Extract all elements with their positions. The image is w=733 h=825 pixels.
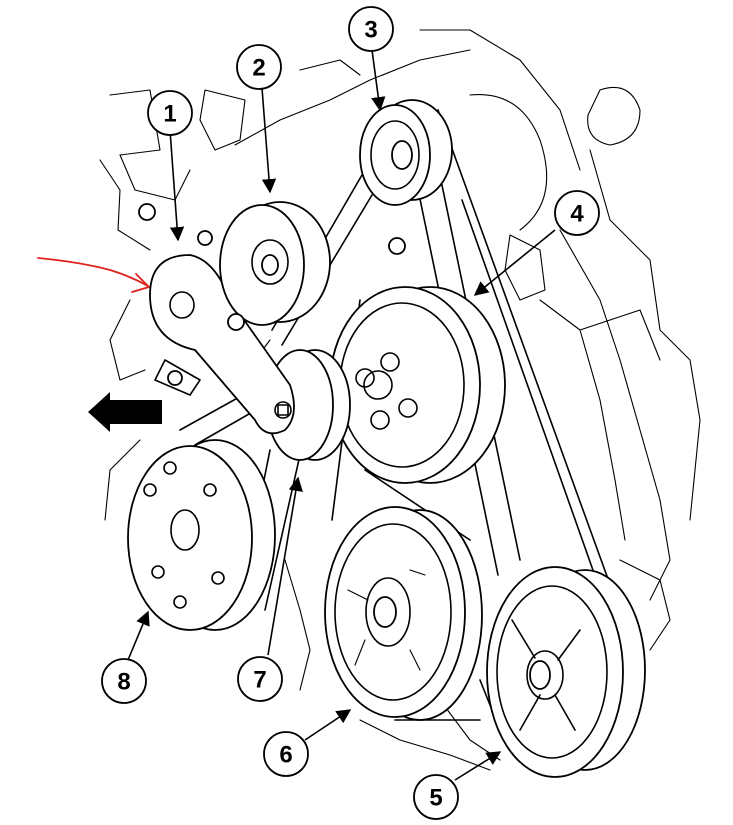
- bolts: [138, 203, 406, 386]
- leader-8: [127, 610, 150, 661]
- callout-3: 3: [348, 6, 394, 52]
- pulley-8: [127, 439, 276, 631]
- callout-1: 1: [147, 90, 193, 136]
- callout-leaders: [127, 49, 556, 781]
- callout-3-label: 3: [364, 17, 377, 44]
- leader-7: [267, 476, 303, 656]
- leader-4: [473, 229, 556, 296]
- callout-1-label: 1: [163, 101, 176, 128]
- callout-8-label: 8: [117, 669, 130, 696]
- callout-2-label: 2: [252, 55, 265, 82]
- leader-2: [261, 87, 277, 194]
- leader-5: [454, 751, 502, 781]
- leader-6: [304, 709, 352, 741]
- callout-4: 4: [554, 190, 600, 236]
- callout-4-label: 4: [570, 201, 584, 228]
- red-annotation-arrow-icon: [37, 257, 150, 293]
- pulley-3: [359, 99, 453, 206]
- callout-2: 2: [236, 44, 282, 90]
- pulley-2: [219, 201, 331, 326]
- callout-6-label: 6: [279, 742, 292, 769]
- leader-3: [371, 49, 386, 112]
- pulley-5: [486, 566, 646, 778]
- callout-7: 7: [237, 656, 283, 702]
- callout-8: 8: [101, 658, 147, 704]
- pulley-6: [324, 506, 483, 721]
- tensioner-1: [149, 254, 295, 435]
- pulley-4: [329, 286, 506, 484]
- callout-5-label: 5: [429, 785, 442, 812]
- callout-5: 5: [413, 774, 459, 820]
- callout-7-label: 7: [253, 667, 266, 694]
- leader-1: [169, 129, 185, 242]
- front-direction-arrow-icon: [88, 392, 162, 432]
- callout-6: 6: [263, 731, 309, 777]
